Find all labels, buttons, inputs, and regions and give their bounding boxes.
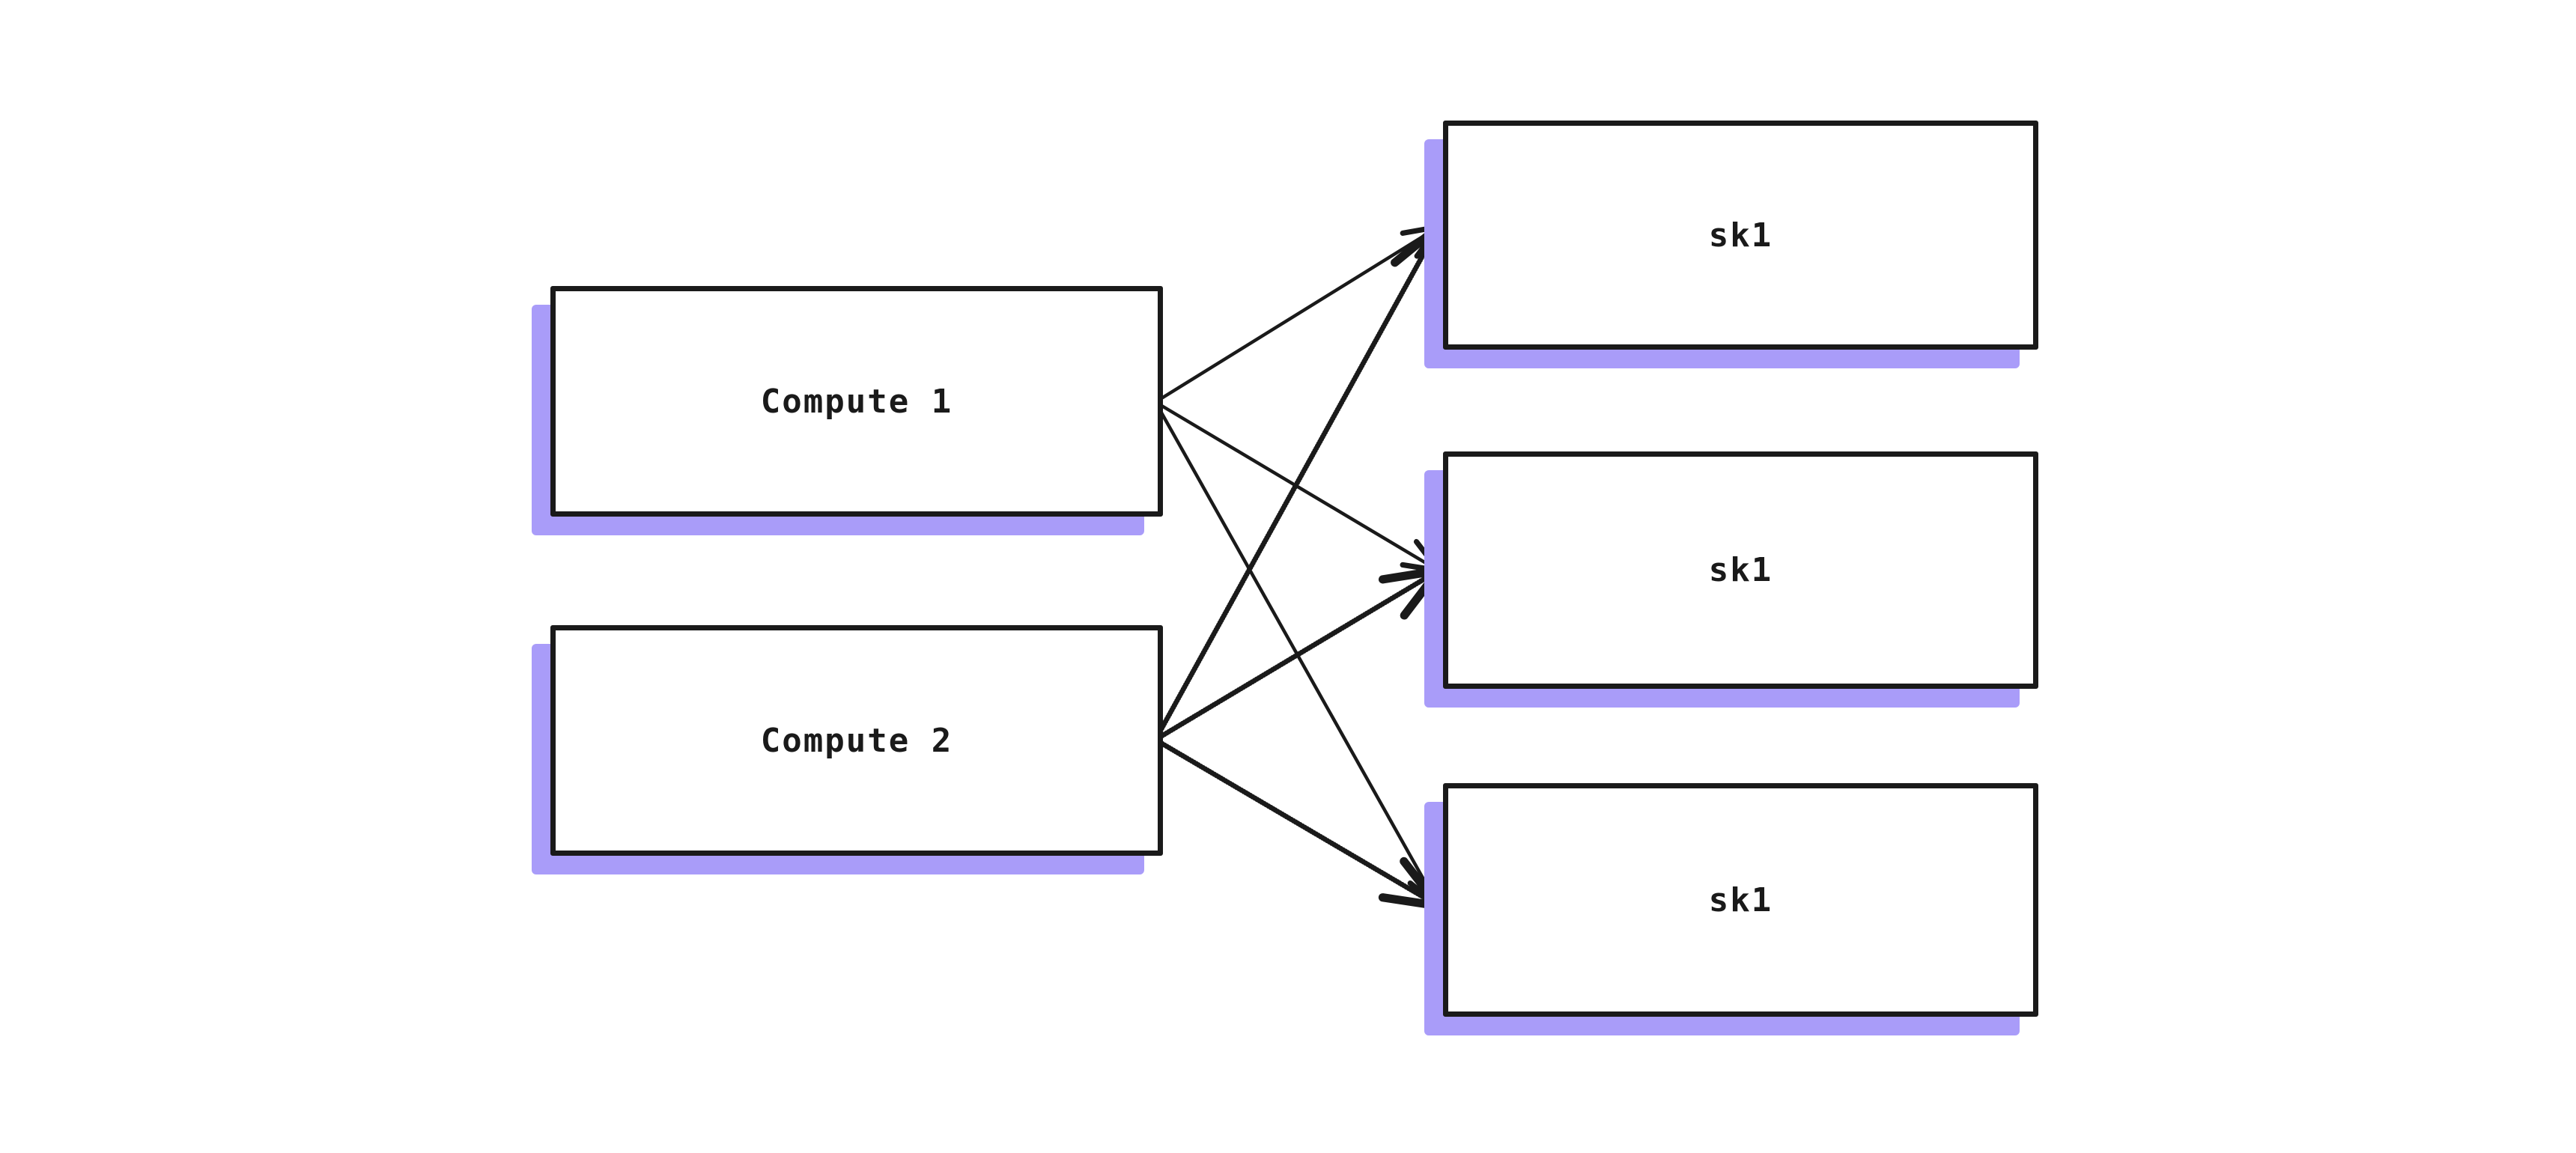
node-compute-2[interactable]: Compute 2 — [550, 625, 1163, 856]
node-label-compute-1: Compute 1 — [760, 382, 953, 421]
edge-compute2-sk1-3[interactable] — [1152, 737, 1449, 912]
node-sk1-3[interactable]: sk1 — [1443, 783, 2038, 1017]
edge-compute1-sk1-3[interactable] — [1154, 401, 1442, 913]
node-label-sk1-1: sk1 — [1708, 216, 1773, 255]
edge-compute2-sk1-2[interactable] — [1152, 565, 1448, 743]
edge-compute1-sk1-2[interactable] — [1154, 401, 1445, 574]
node-label-sk1-3: sk1 — [1708, 880, 1773, 919]
node-sk1-1[interactable]: sk1 — [1443, 121, 2038, 350]
edge-compute2-sk1-1[interactable] — [1152, 216, 1445, 743]
node-label-compute-2: Compute 2 — [760, 721, 953, 760]
node-label-sk1-2: sk1 — [1708, 551, 1773, 589]
node-sk1-2[interactable]: sk1 — [1443, 451, 2038, 689]
node-compute-1[interactable]: Compute 1 — [550, 286, 1163, 517]
edge-compute1-sk1-1[interactable] — [1154, 222, 1445, 404]
